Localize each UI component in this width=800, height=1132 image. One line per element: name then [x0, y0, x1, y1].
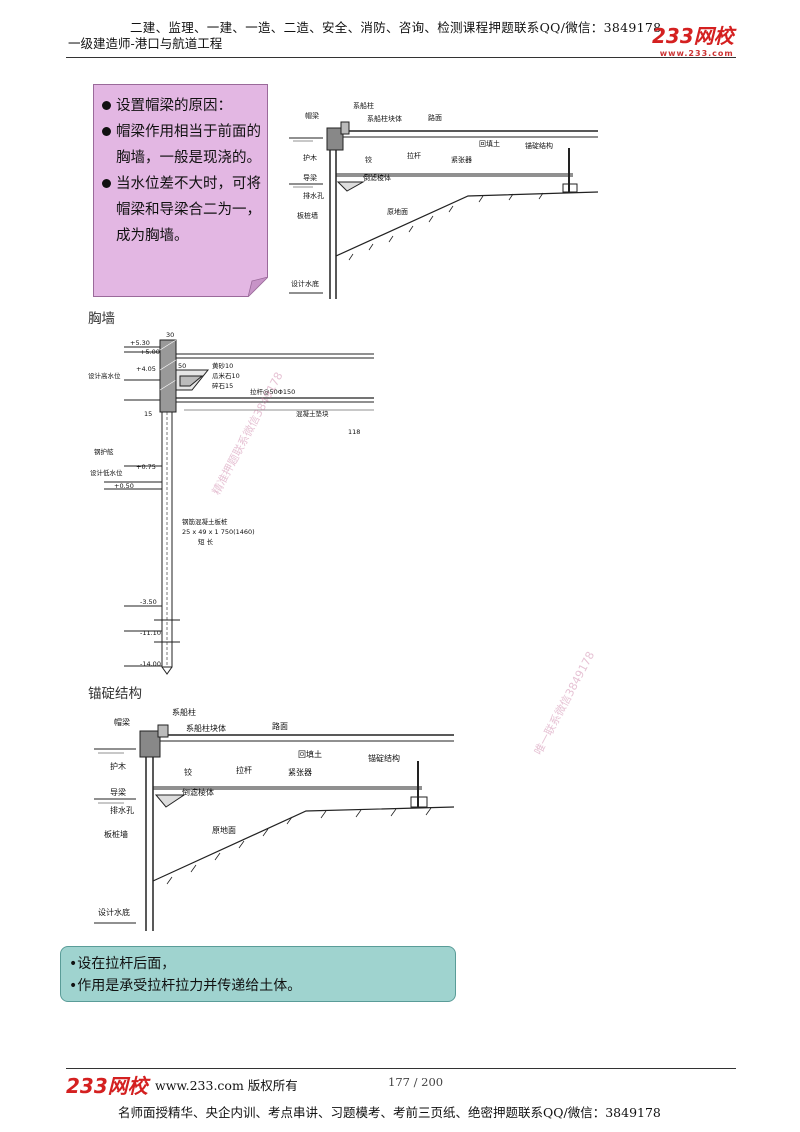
- label-n50: 50: [178, 362, 186, 370]
- card-item: 设置帽梁的原因：: [102, 93, 261, 119]
- header-course-title: 一级建造师-港口与航道工程: [68, 36, 223, 51]
- label-sheet-wall: 板桩墙: [297, 211, 318, 220]
- label-original-ground: 原地面: [212, 825, 236, 835]
- footer-logo[interactable]: 233网校: [66, 1074, 148, 1098]
- label-sand: 黄砂10: [212, 361, 233, 370]
- label-design-bottom: 设计水底: [291, 279, 319, 288]
- page-number: 177 / 200: [388, 1075, 444, 1089]
- label-fender: 护木: [303, 153, 317, 162]
- bullet-icon: [102, 101, 111, 110]
- label-inverted-filter: 倒滤棱体: [363, 173, 391, 182]
- label-original-ground: 原地面: [387, 207, 408, 216]
- card-item: 当水位差不大时，可将帽梁和导梁合二为一，成为胸墙。: [102, 171, 261, 249]
- label-cap-beam: 帽梁: [305, 111, 319, 120]
- breastwall-section-diagram: 30 +5.30 +5.00 设计高水位 +4.05 50 黄砂10 瓜米石10…: [88, 331, 374, 675]
- label-hinge: 铰: [184, 767, 192, 777]
- header-logo-url: www.233.com: [659, 49, 734, 58]
- label-road: 路面: [428, 113, 442, 122]
- label-el-m1110: -11.10: [140, 629, 161, 637]
- label-el-m1400: -14.00: [140, 660, 161, 668]
- label-el-m350: -3.50: [140, 598, 157, 606]
- section-title-anchor: 锚碇结构: [88, 686, 142, 702]
- label-bollard: 系船柱: [172, 707, 196, 717]
- label-tie-rod: 拉杆: [236, 765, 252, 775]
- label-design-bottom: 设计水底: [98, 907, 130, 917]
- footer-site[interactable]: www.233.com 版权所有: [155, 1078, 298, 1093]
- label-drain: 排水孔: [110, 805, 134, 815]
- label-bollard-block: 系船柱块体: [186, 723, 226, 733]
- label-anchor: 锚碇结构: [525, 141, 553, 150]
- section-title-breastwall: 胸墙: [88, 311, 115, 327]
- label-concrete-pad: 混凝土垫块: [296, 409, 329, 418]
- label-waler: 导梁: [110, 788, 126, 797]
- label-backfill: 回填土: [298, 749, 322, 759]
- note-item: •作用是承受拉杆拉力并传递给土体。: [69, 978, 302, 994]
- footer-promo-text: 名师面授精华、央企内训、考点串讲、习题模考、考前三页纸、绝密押题联系QQ/微信：…: [118, 1105, 661, 1120]
- label-n15: 15: [144, 410, 152, 418]
- label-inverted-filter: 倒滤棱体: [182, 787, 214, 797]
- sheet-pile-wharf-diagram-large: 帽梁 系船柱 系船柱块体 路面 护木 铰 拉杆 紧张器 锚碇结构 回填土 导梁 …: [94, 707, 455, 931]
- label-pile-name: 钢筋混凝土板桩: [182, 517, 228, 526]
- label-gravel: 瓜米石10: [212, 371, 240, 380]
- label-pile-size: 25 x 49 x 1 750(1460): [182, 528, 255, 536]
- label-waler: 导梁: [303, 173, 317, 182]
- label-tensioner: 紧张器: [288, 768, 312, 777]
- label-el-050: +0.50: [114, 482, 134, 490]
- label-design-high-water: 设计高水位: [88, 371, 121, 380]
- bullet-icon: [102, 179, 111, 188]
- label-sheet-wall: 板桩墙: [104, 829, 128, 839]
- label-tie-rod: 拉杆: [407, 151, 421, 160]
- label-el-530: +5.30: [130, 339, 150, 347]
- bullet-icon: [102, 127, 111, 136]
- note-item: •设在拉杆后面，: [69, 956, 176, 972]
- label-design-low-water: 设计低水位: [90, 468, 123, 477]
- label-cap-beam: 帽梁: [114, 717, 130, 727]
- label-hinge: 铰: [365, 155, 372, 164]
- label-bollard-block: 系船柱块体: [367, 114, 402, 123]
- label-drain: 排水孔: [303, 191, 324, 200]
- header-divider: [66, 57, 736, 58]
- label-top-30: 30: [166, 331, 174, 339]
- label-el-075: +0.75: [136, 463, 156, 471]
- label-bollard: 系船柱: [353, 101, 374, 110]
- label-tie-rod-spec: 拉杆@50Φ150: [250, 387, 295, 396]
- header-logo[interactable]: 233网校 www.233.com: [652, 20, 734, 58]
- watermark: 唯一联系微信3849178: [531, 649, 598, 758]
- label-n118: 118: [348, 428, 360, 436]
- label-pile-len: 短 长: [198, 537, 214, 546]
- header-promo-text: 二建、监理、一建、一造、二造、安全、消防、咨询、检测课程押题联系QQ/微信：38…: [130, 20, 662, 35]
- anchor-note-box: •设在拉杆后面， •作用是承受拉杆拉力并传递给土体。: [60, 946, 456, 1002]
- sheet-pile-wharf-diagram-small: 帽梁 系船柱 系船柱块体 路面 护木 铰 拉杆 紧张器 锚碇结构 回填土 导梁 …: [289, 101, 599, 299]
- header-logo-text: 233网校: [652, 24, 734, 48]
- label-road: 路面: [272, 721, 288, 731]
- label-fender: 护木: [110, 761, 126, 771]
- label-steel-guard: 钢护舷: [94, 447, 114, 456]
- label-el-405: +4.05: [136, 365, 156, 373]
- label-tensioner: 紧张器: [451, 155, 472, 164]
- label-stone: 碎石15: [212, 381, 233, 390]
- page-fold-icon: [248, 277, 268, 297]
- footer-divider: [66, 1068, 736, 1069]
- cap-beam-note-card: 设置帽梁的原因： 帽梁作用相当于前面的胸墙，一般是现浇的。 当水位差不大时，可将…: [93, 84, 268, 297]
- label-anchor: 锚碇结构: [368, 753, 400, 763]
- label-el-500: +5.00: [140, 348, 160, 356]
- label-backfill: 回填土: [479, 139, 500, 148]
- card-item: 帽梁作用相当于前面的胸墙，一般是现浇的。: [102, 119, 261, 171]
